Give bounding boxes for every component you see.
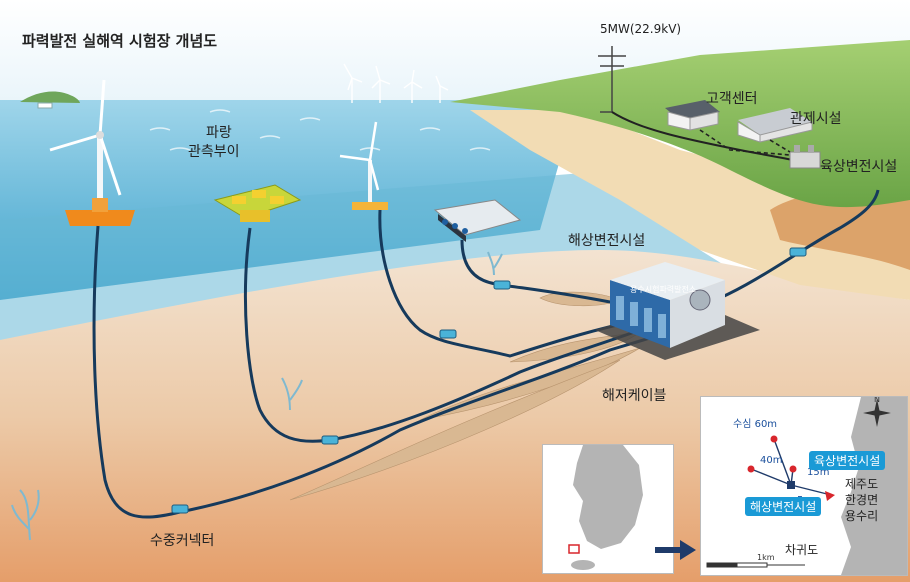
distance-15-label: 15m: [807, 467, 830, 478]
test-berths: [747, 435, 797, 473]
scale-bar: [706, 562, 805, 568]
korea-map-inset: [542, 444, 674, 574]
wave-buoy-label-line1: 파랑: [206, 125, 232, 141]
jeju-coast: [841, 397, 907, 575]
jeju-marker: [568, 544, 580, 554]
grid-capacity-label: 5MW(22.9kV): [600, 22, 682, 36]
distant-turbines: [343, 63, 449, 103]
place-line-1: 제주도: [845, 477, 879, 491]
distant-boat: [37, 102, 53, 109]
onshore-substation-building: [789, 145, 821, 169]
onshore-substation-label: 육상변전시설: [820, 159, 898, 175]
wave-buoy-label-line2: 관측부이: [188, 144, 240, 160]
wave-energy-converter: [213, 184, 302, 222]
jeju-island: [571, 560, 595, 570]
depth-label: 수심 60m: [733, 419, 778, 430]
control-facility-building: [737, 108, 813, 143]
distant-island: [20, 91, 80, 103]
inset-offshore-pill: 해상변전시설: [745, 497, 822, 516]
site-map: [706, 397, 907, 575]
distance-40-label: 40m: [760, 455, 783, 466]
owc-platform: [433, 199, 522, 242]
korean-peninsula: [573, 445, 643, 549]
site-map-inset: 수심 60m 40m 15m 5m 육상변전시설 해상변전시설 제주도 한경면 …: [700, 396, 908, 576]
north-arrow-icon: [863, 399, 891, 427]
power-pole: [598, 46, 626, 113]
place-line-3: 용수리: [845, 509, 879, 523]
offshore-substation-label: 해상변전시설: [568, 233, 646, 249]
underwater-connector-label: 수중커넥터: [150, 533, 215, 549]
seaweed: [11, 251, 503, 541]
cliff: [770, 191, 910, 270]
floating-wind-turbine: [49, 79, 135, 226]
offshore-wind-turbine: [339, 121, 388, 210]
scale-label: 1km: [757, 553, 775, 562]
station-sign: 용수시험파력발전소: [630, 285, 697, 294]
diagram-title: 파력발전 실해역 시험장 개념도: [22, 32, 218, 50]
offshore-substation-marker: [787, 481, 795, 489]
subsea-cable-label: 해저케이블: [602, 388, 667, 404]
onshore-substation-marker: [825, 491, 835, 501]
customer-center-building: [665, 100, 720, 131]
offshore-substation: [595, 262, 760, 360]
control-facility-label: 관제시설: [790, 111, 842, 127]
inset-onshore-pill: 육상변전시설: [809, 451, 886, 470]
facility-connections: [699, 129, 791, 156]
customer-center-label: 고객센터: [706, 91, 758, 107]
place-line-2: 한경면: [845, 493, 879, 507]
wave-buoy: [233, 182, 253, 188]
surface-ripples: [149, 109, 491, 151]
island-label: 차귀도: [785, 543, 819, 557]
north-label: N: [874, 396, 880, 404]
cable-connectors: [171, 247, 807, 514]
korea-map: [568, 445, 643, 570]
